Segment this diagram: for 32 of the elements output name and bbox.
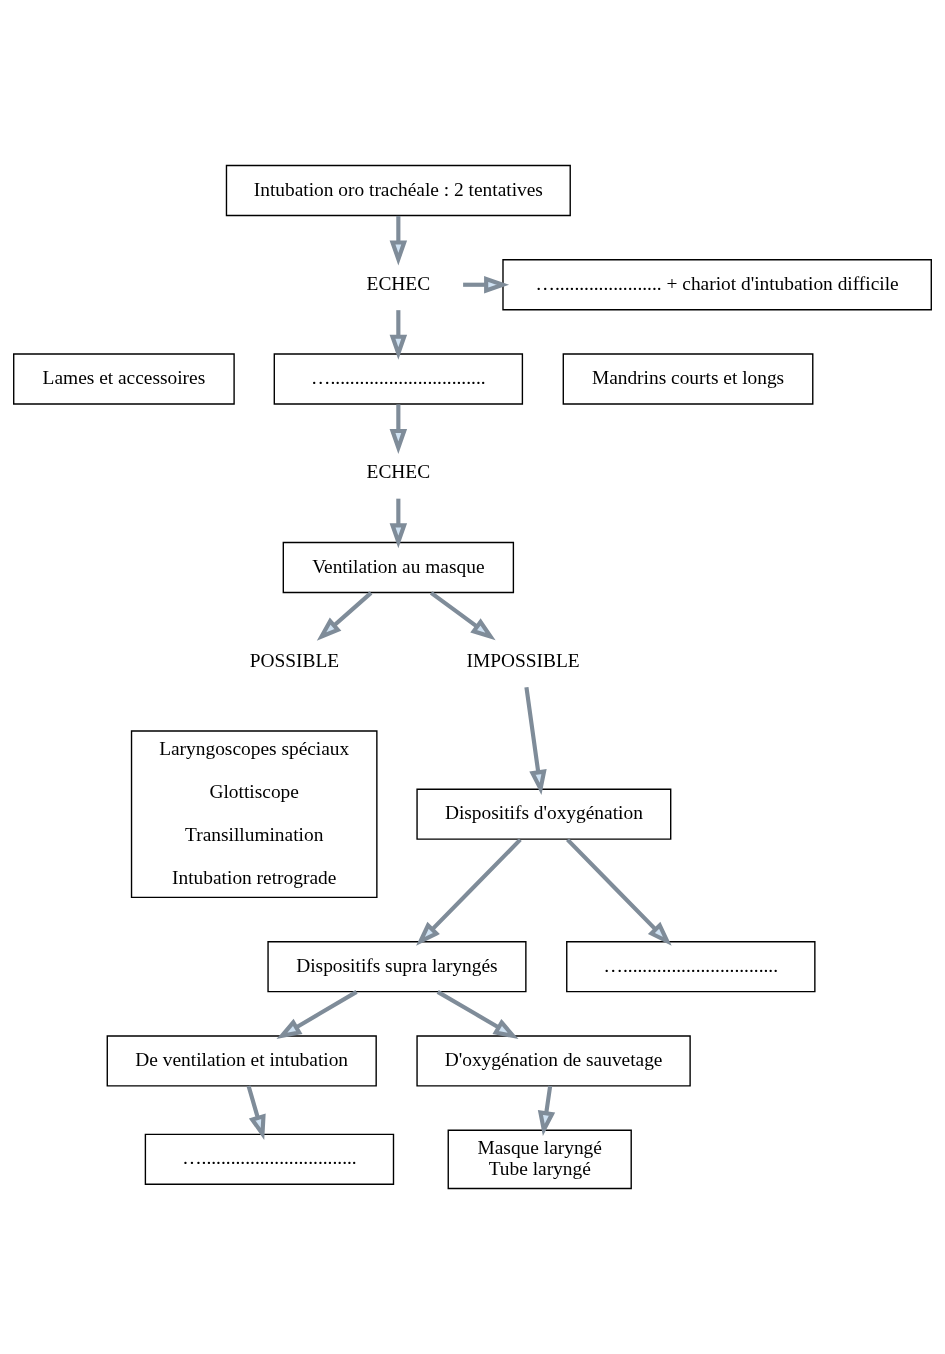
node-box: Lames et accessoires [13, 353, 235, 405]
node-text: POSSIBLE [249, 649, 340, 671]
node-box: …...................... + chariot d'intubation difficile [502, 259, 932, 311]
node-text: ECHEC [366, 272, 431, 294]
arrow [429, 591, 496, 641]
arrow [436, 990, 519, 1040]
node-box: …................................ [144, 1133, 395, 1185]
node-box: …................................ [566, 941, 816, 993]
arrow [463, 276, 510, 294]
arrow [246, 1085, 266, 1140]
arrow [566, 838, 672, 946]
arrow [389, 498, 408, 549]
node-box: Masque laryngé Tube laryngé [447, 1129, 632, 1190]
node-box: D'oxygénation de sauvetage [416, 1035, 691, 1087]
node-box: Laryngoscopes spéciaux Glottiscope Transillumination Intubation retrograde [130, 730, 378, 899]
arrow [389, 404, 408, 454]
arrow [276, 990, 358, 1040]
arrow [524, 686, 547, 796]
arrow [416, 838, 522, 946]
node-box: Ventilation au masque [282, 541, 515, 594]
node-box: De ventilation et intubation [106, 1035, 377, 1087]
node-box: Dispositifs d'oxygénation [416, 788, 672, 840]
node-text: ECHEC [366, 461, 431, 483]
node-box: Mandrins courts et longs [562, 353, 814, 405]
node-box: Intubation oro trachéale : 2 tentatives [225, 164, 571, 217]
node-box: Dispositifs supra laryngés [267, 941, 527, 993]
node-text: IMPOSSIBLE [466, 649, 580, 671]
arrow [389, 310, 408, 360]
arrow [389, 215, 408, 266]
arrow [316, 591, 373, 641]
node-box: …................................ [273, 353, 524, 405]
arrow [537, 1085, 556, 1137]
